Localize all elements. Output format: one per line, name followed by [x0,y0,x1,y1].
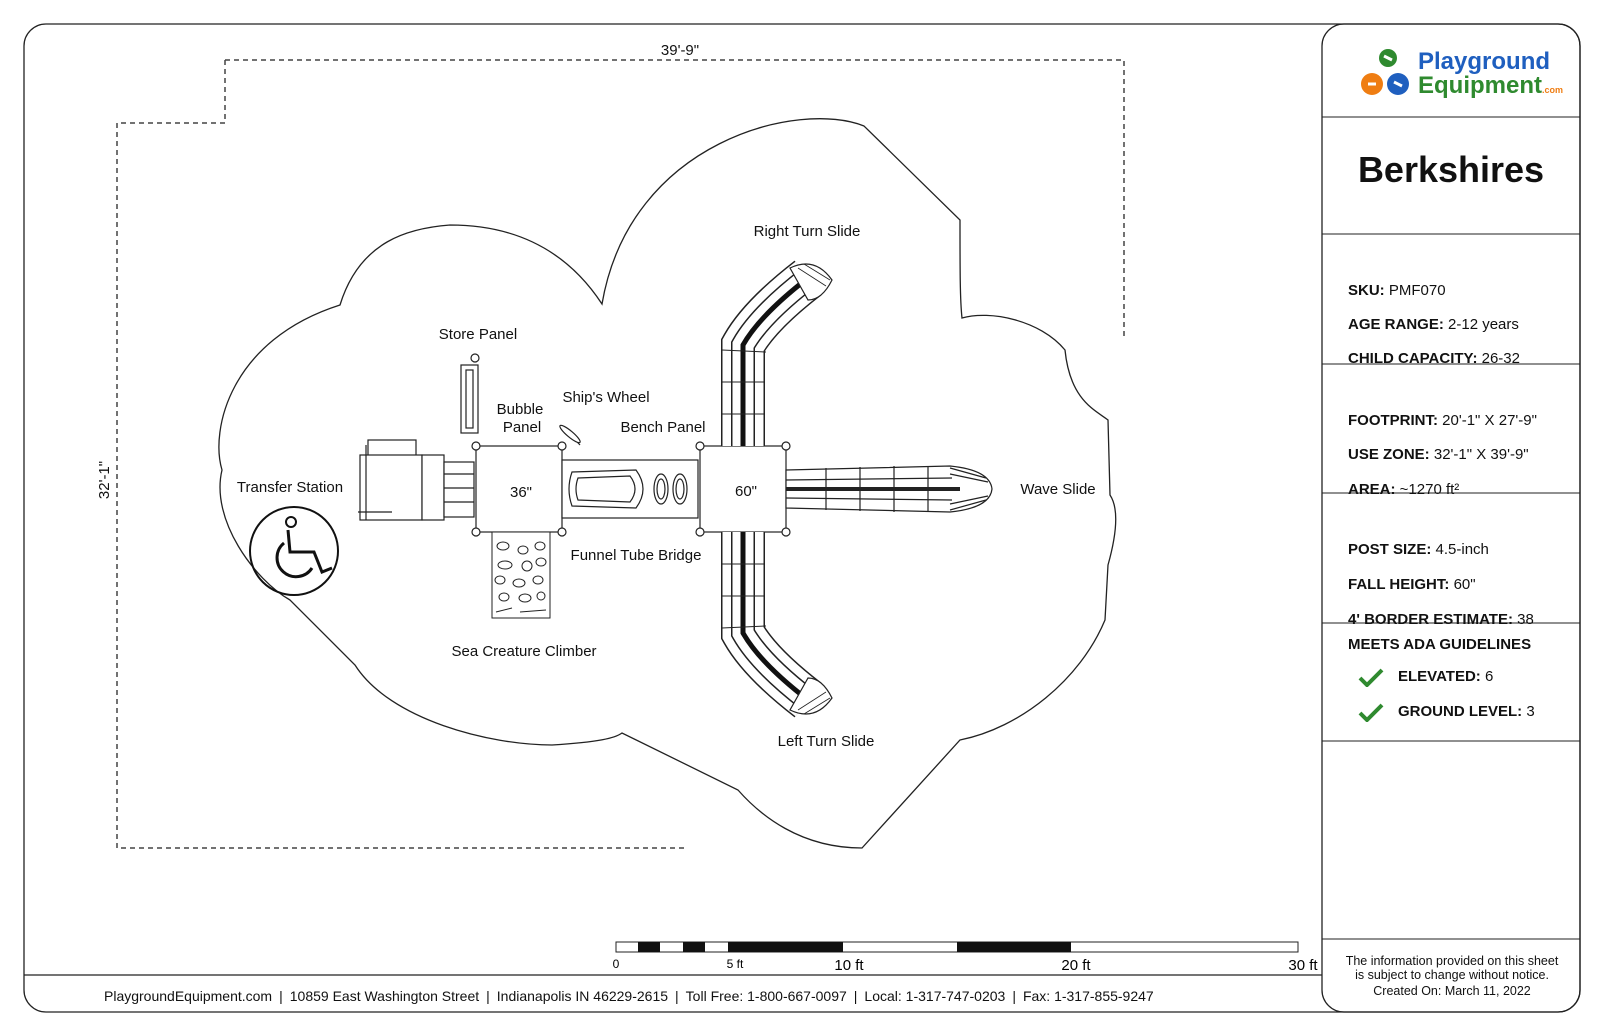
brand-line1: Playground [1418,48,1551,75]
ada-elevated: ELEVATED: 6 [1358,667,1493,687]
label-transfer-station: Transfer Station [237,479,343,496]
scale-label-30: 30 ft [1288,957,1318,974]
ada-title: MEETS ADA GUIDELINES [1348,636,1532,653]
label-store-panel: Store Panel [439,326,517,343]
created-date: Created On: March 11, 2022 [1373,984,1531,998]
contact-footer: PlaygroundEquipment.com|10859 East Washi… [104,988,1154,1004]
dimension-width: 39'-9" [661,42,699,59]
footer-local: Local: 1-317-747-0203 [864,988,1006,1004]
store-panel [460,353,480,434]
deck-36 [471,441,567,537]
sea-creature-climber [491,531,551,619]
left-turn-slide [721,532,833,718]
brand-line2: Equipment [1418,72,1542,99]
ada-ground-level: GROUND LEVEL: 3 [1358,702,1535,722]
label-ships-wheel: Ship's Wheel [562,389,649,406]
checkmark-icon [1358,668,1384,687]
right-turn-slide [721,260,833,446]
product-title: Berkshires [1357,149,1545,190]
footer-address: 10859 East Washington Street [289,988,480,1004]
spec-child-capacity: CHILD CAPACITY: 26-32 [1348,350,1520,367]
disclaimer-line2: is subject to change without notice. [1355,968,1549,982]
disclaimer-line1: The information provided on this sheet [1345,954,1559,968]
wave-slide [785,465,993,513]
accessibility-icon [249,506,339,596]
label-right-turn-slide: Right Turn Slide [754,223,861,240]
label-bubble-panel-line1: Bubble [497,401,544,418]
sidebar-dividers [1322,116,1580,940]
spec-area: AREA: ~1270 ft² [1348,481,1460,498]
playground-logo-icon [1361,49,1409,95]
brand-wordmark: Playground Equipment.com [1418,50,1563,102]
label-bubble-panel-line2: Panel [503,419,541,436]
label-sea-creature-climber: Sea Creature Climber [451,643,596,660]
checkmark-icon [1358,703,1384,722]
spec-footprint: FOOTPRINT: 20'-1" X 27'-9" [1348,412,1537,429]
footer-site[interactable]: PlaygroundEquipment.com [104,988,273,1004]
label-wave-slide: Wave Slide [1020,481,1095,498]
ships-wheel [559,424,581,446]
label-bench-panel: Bench Panel [620,419,705,436]
spec-use-zone: USE ZONE: 32'-1" X 39'-9" [1348,446,1529,463]
spec-border-estimate: 4' BORDER ESTIMATE: 38 [1348,611,1534,628]
spec-age-range: AGE RANGE: 2-12 years [1348,316,1519,333]
disclaimer: The information provided on this sheet i… [1328,954,1576,998]
transfer-station [358,439,475,521]
spec-post-size: POST SIZE: 4.5-inch [1348,541,1489,558]
footer-toll-free: Toll Free: 1-800-667-0097 [685,988,847,1004]
safety-surfacing-outline [218,118,1117,849]
scale-bar [615,941,1299,953]
scale-label-10: 10 ft [834,957,864,974]
label-deck-60: 60" [735,483,757,500]
funnel-tube-bridge [561,459,699,519]
label-deck-36: 36" [510,484,532,501]
scale-label-0: 0 [613,957,620,971]
spec-sku: SKU: PMF070 [1348,282,1446,299]
dimension-height: 32'-1" [96,461,113,499]
brand-logo: Playground Equipment.com [1322,24,1580,116]
footer-fax: Fax: 1-317-855-9247 [1022,988,1154,1004]
spec-fall-height: FALL HEIGHT: 60" [1348,576,1476,593]
scale-label-20: 20 ft [1061,957,1091,974]
scale-label-5: 5 ft [727,957,744,971]
footer-city: Indianapolis IN 46229-2615 [496,988,669,1004]
label-left-turn-slide: Left Turn Slide [778,733,875,750]
brand-suffix: .com [1542,85,1564,95]
use-zone-outline [116,59,1125,849]
sidebar-border [1321,23,1581,1013]
spec-sidebar: Playground Equipment.com Berkshires SKU:… [1322,24,1580,1012]
label-funnel-tube-bridge: Funnel Tube Bridge [571,547,702,564]
